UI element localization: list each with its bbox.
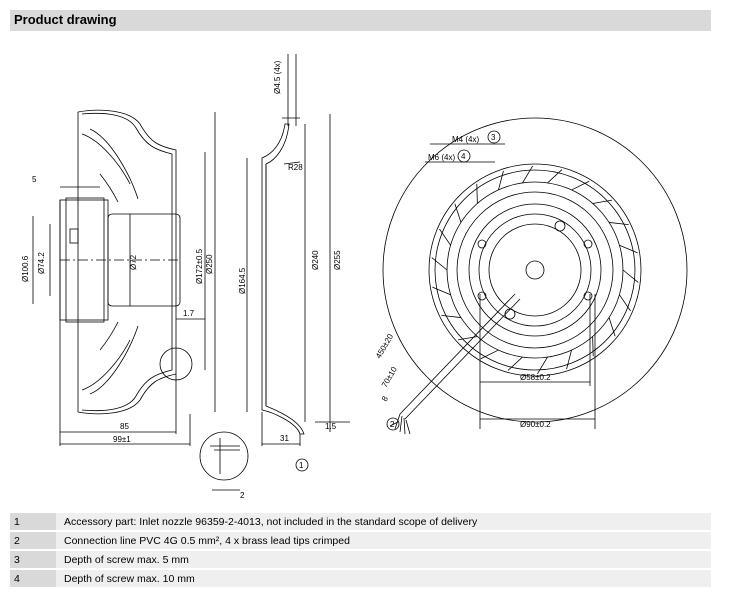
dim-r28: R28	[288, 163, 303, 172]
dim-99: 99±1	[113, 435, 131, 444]
blade-spoke	[441, 314, 462, 318]
section-title: Product drawing	[14, 12, 117, 27]
callout-3: 3	[491, 133, 496, 142]
dim-5: 5	[32, 175, 37, 184]
blade-spoke	[476, 183, 478, 204]
blade-spoke	[592, 199, 613, 204]
callout-4: 4	[461, 152, 466, 161]
blade-spoke	[608, 222, 629, 226]
dim-85: 85	[120, 422, 129, 431]
blade-spoke	[608, 317, 616, 337]
blade-spoke	[619, 294, 631, 312]
dim-58: Ø58±0.2	[520, 373, 551, 382]
note-number: 3	[10, 550, 56, 569]
blade-spoke	[454, 203, 462, 223]
dim-240: Ø240	[311, 250, 320, 270]
note-text: Depth of screw max. 10 mm	[56, 569, 711, 588]
dim-164-5: Ø164.5	[238, 267, 247, 294]
note-number: 4	[10, 569, 56, 588]
blade-spoke	[498, 170, 504, 191]
note-number: 2	[10, 531, 56, 550]
dim-172: Ø172±0.5	[195, 248, 204, 284]
note-number: 1	[10, 513, 56, 531]
blade-spoke	[619, 244, 638, 254]
blade-spoke	[622, 269, 639, 283]
dim-450: 450±20	[374, 332, 395, 360]
dim-255: Ø255	[333, 250, 342, 270]
side-view-labels: 5 Ø100.6 Ø74.2 Ø72 Ø172±0.5 Ø250 1.7 85 …	[21, 175, 245, 500]
blade-spoke	[432, 286, 451, 296]
dim-72: Ø72	[129, 254, 138, 270]
dim-74-2: Ø74.2	[37, 252, 46, 274]
callout-1: 1	[299, 461, 304, 470]
blade-spoke	[439, 228, 451, 246]
nozzle-view	[246, 54, 350, 472]
blade-spoke	[566, 349, 572, 370]
blade-spoke	[547, 169, 563, 184]
dim-2: 2	[240, 491, 245, 500]
dim-31: 31	[280, 434, 289, 443]
blade-spoke	[507, 356, 523, 371]
front-view	[382, 117, 688, 435]
note-text: Accessory part: Inlet nozzle 96359-2-401…	[56, 513, 711, 531]
dim-m4: M4 (4x)	[452, 135, 479, 144]
blade-spoke	[537, 356, 548, 375]
dim-m6: M6 (4x)	[428, 153, 455, 162]
dim-8: 8	[380, 394, 390, 403]
dim-1-5: 1.5	[325, 422, 337, 431]
dim-250: Ø250	[205, 254, 214, 274]
callout-2: 2	[390, 420, 395, 429]
dim-100-8: Ø100.6	[21, 255, 30, 282]
product-drawing: 5 Ø100.6 Ø74.2 Ø72 Ø172±0.5 Ø250 1.7 85 …	[21, 54, 688, 500]
dim-4-5: Ø4.5 (4x)	[273, 60, 282, 94]
front-view-labels: M4 (4x) 3 M6 (4x) 4 450±20 70±10 8 2 Ø58…	[374, 130, 551, 431]
note-text: Connection line PVC 4G 0.5 mm², 4 x bras…	[56, 531, 711, 550]
blade-spoke	[522, 165, 533, 184]
blade-spoke	[592, 336, 594, 357]
side-view	[32, 109, 249, 491]
blade-spoke	[571, 180, 590, 191]
blade-spoke	[480, 349, 499, 360]
dim-1-7: 1.7	[183, 309, 195, 318]
dim-90: Ø90±0.2	[520, 420, 551, 429]
dim-70: 70±10	[380, 365, 399, 389]
blade-spoke	[431, 257, 448, 271]
nozzle-view-labels: Ø4.5 (4x) R28 Ø164.5 Ø240 Ø255 31 1.5 1	[238, 60, 342, 470]
note-text: Depth of screw max. 5 mm	[56, 550, 711, 569]
section-header: Product drawing	[10, 10, 711, 31]
